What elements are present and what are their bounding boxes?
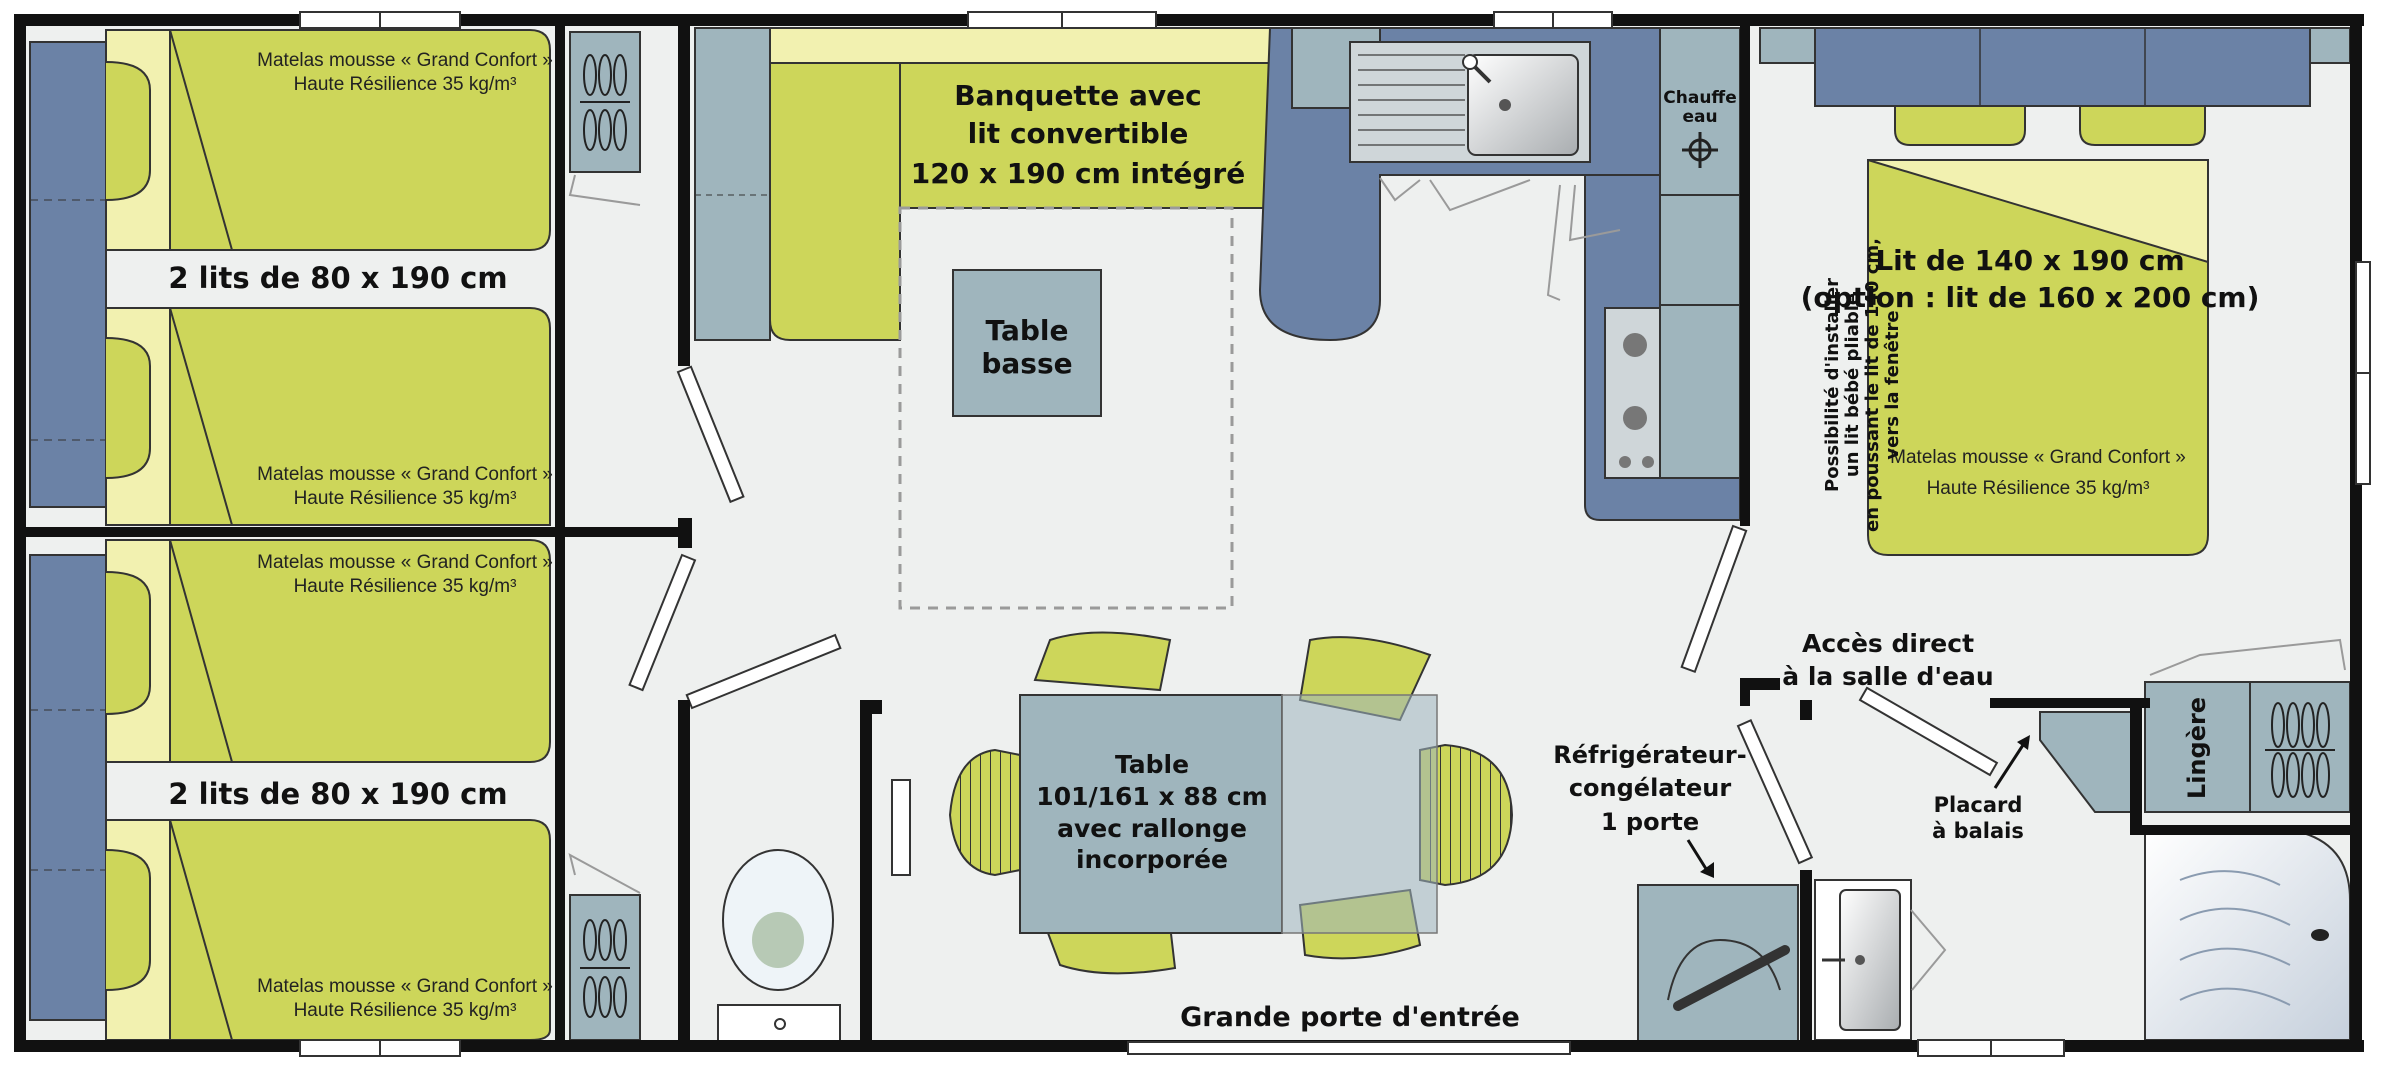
master-bed-label-2: (option : lit de 160 x 200 cm) bbox=[1801, 281, 2260, 314]
cot-note-4: vers la fenêtre bbox=[1882, 310, 1903, 459]
cot-note-3: en poussant le lit de 140 cm, bbox=[1862, 238, 1883, 532]
windows bbox=[299, 11, 2371, 1057]
mattress-note-1a: Matelas mousse « Grand Confort » bbox=[257, 50, 553, 71]
mattress-note-2a: Matelas mousse « Grand Confort » bbox=[257, 464, 553, 485]
dining-label-3: avec rallonge bbox=[1057, 814, 1247, 843]
cot-note: Possibilité d'installer un lit bébé plia… bbox=[1822, 238, 1903, 532]
master-bedroom bbox=[1759, 27, 2351, 556]
sofa-label-3: 120 x 190 cm intégré bbox=[911, 157, 1245, 190]
kitchen bbox=[1258, 27, 1741, 521]
sofa-label-1: Banquette avec bbox=[954, 79, 1201, 112]
coffee-table bbox=[952, 269, 1102, 417]
mattress-note-1b: Haute Résilience 35 kg/m³ bbox=[294, 74, 517, 95]
fridge-arrow bbox=[1686, 839, 1710, 873]
boiler-label-2: eau bbox=[1682, 107, 1717, 127]
dining-label-1: Table bbox=[1115, 750, 1189, 779]
doors bbox=[628, 365, 1999, 865]
coffee-table-label-1: Table bbox=[985, 314, 1068, 347]
shower bbox=[2144, 829, 2351, 1041]
fridge bbox=[1637, 884, 1799, 1044]
sofa-label-2: lit convertible bbox=[968, 117, 1189, 150]
mattress-note-3a: Matelas mousse « Grand Confort » bbox=[257, 552, 553, 573]
cot-note-1: Possibilité d'installer bbox=[1822, 278, 1843, 492]
entrance-label: Grande porte d'entrée bbox=[1180, 1002, 1520, 1033]
dining-label-2: 101/161 x 88 cm bbox=[1036, 782, 1267, 811]
fridge-label-2: congélateur bbox=[1569, 774, 1732, 802]
linen-label: Lingère bbox=[2183, 697, 2211, 799]
bedroom-bottom-label: 2 lits de 80 x 190 cm bbox=[168, 777, 507, 811]
mattress-note-4b: Haute Résilience 35 kg/m³ bbox=[294, 1000, 517, 1021]
master-mattress-note-a: Matelas mousse « Grand Confort » bbox=[1890, 447, 2186, 468]
bathroom-access-2: à la salle d'eau bbox=[1782, 662, 1993, 691]
bedroom-bottom bbox=[29, 539, 641, 1041]
master-bed-label-1: Lit de 140 x 190 cm bbox=[1875, 244, 2184, 277]
fridge-label-3: 1 porte bbox=[1601, 808, 1699, 836]
broom-label-1: Placard bbox=[1934, 793, 2023, 817]
mattress-note-3b: Haute Résilience 35 kg/m³ bbox=[294, 576, 517, 597]
mattress-note-4a: Matelas mousse « Grand Confort » bbox=[257, 976, 553, 997]
sofa-bed-outline bbox=[898, 206, 1234, 610]
boiler-label-1: Chauffe bbox=[1663, 88, 1736, 108]
linen-cupboard bbox=[2144, 638, 2351, 813]
dining-label-4: incorporée bbox=[1076, 845, 1228, 874]
master-mattress-note-b: Haute Résilience 35 kg/m³ bbox=[1927, 478, 2150, 499]
broom-label-2: à balais bbox=[1932, 819, 2024, 843]
dining-set bbox=[948, 631, 1514, 975]
broom-arrow bbox=[1993, 741, 2027, 789]
bedroom-top bbox=[29, 29, 641, 526]
fridge-label-1: Réfrigérateur- bbox=[1553, 741, 1746, 769]
coffee-table-label-2: basse bbox=[981, 347, 1072, 380]
bedroom-top-label: 2 lits de 80 x 190 cm bbox=[168, 261, 507, 295]
toilet bbox=[717, 849, 841, 1051]
broom-cupboard bbox=[2039, 711, 2141, 813]
bathroom-access-1: Accès direct bbox=[1802, 629, 1974, 658]
mattress-note-2b: Haute Résilience 35 kg/m³ bbox=[294, 488, 517, 509]
sofa bbox=[694, 27, 1271, 341]
cot-note-2: un lit bébé pliable bbox=[1842, 293, 1863, 477]
towel-rail bbox=[891, 779, 911, 876]
kitchen-sink bbox=[1467, 54, 1579, 156]
